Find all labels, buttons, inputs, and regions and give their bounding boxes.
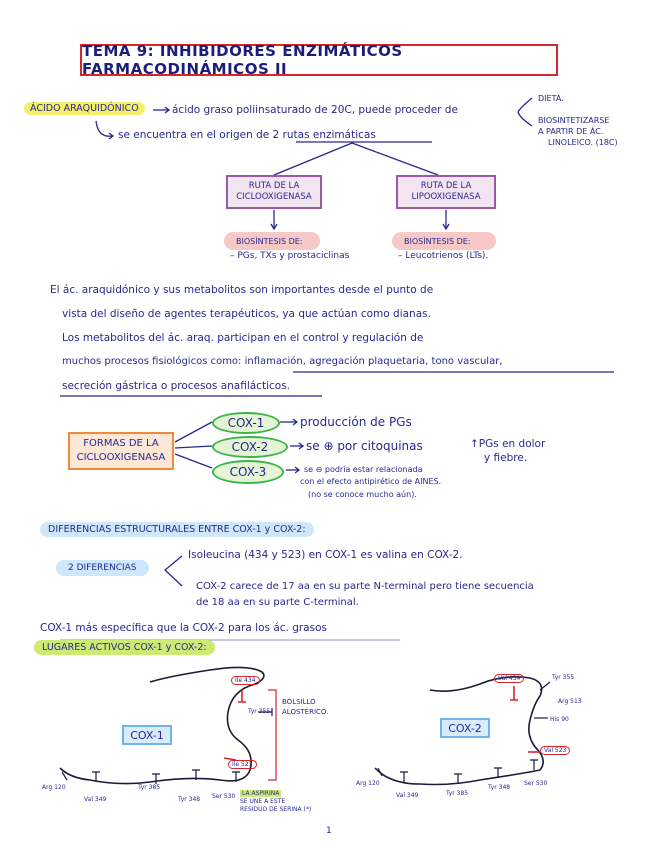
route1-products: – PGs, TXs y prostaciclinas bbox=[230, 251, 350, 261]
cox1-arg120: Arg 120 bbox=[42, 784, 66, 791]
ser-note-1: LA ASPIRINA bbox=[240, 790, 282, 797]
arachidonic-label: ÁCIDO ARAQUIDÓNICO bbox=[24, 102, 145, 115]
cox1-ser530: Ser 530 bbox=[212, 793, 236, 800]
cox2-val349: Val 349 bbox=[396, 792, 419, 799]
cox2-text: se ⊕ por citoquinas bbox=[306, 439, 423, 453]
route2-products: – Leucotrienos (LTs). bbox=[398, 251, 489, 261]
cox2-oval: COX-2 bbox=[212, 436, 288, 458]
difference-2a: COX-2 carece de 17 aa en su parte N-term… bbox=[196, 581, 534, 592]
arachidonic-line1: ácido graso poliinsaturado de 20C, puede… bbox=[172, 104, 458, 116]
cox3-oval: COX-3 bbox=[212, 460, 284, 484]
cox2-tyr385: Tyr 385 bbox=[446, 790, 469, 797]
paragraph-line-4: muchos procesos fisiológicos como: infla… bbox=[62, 356, 503, 367]
source-dieta: DIETA. bbox=[538, 94, 564, 103]
difference-2b: de 18 aa en su parte C-terminal. bbox=[196, 597, 359, 608]
cox2-effect-2: y fiebre. bbox=[484, 452, 528, 464]
cox1-diagram-label: COX-1 bbox=[122, 725, 172, 745]
arachidonic-line2: se encuentra en el origen de 2 rutas enz… bbox=[118, 129, 376, 141]
cox3-line-2: con el efecto antipirético de AINES. bbox=[300, 477, 442, 486]
active-sites-header: LUGARES ACTIVOS COX-1 y COX-2: bbox=[34, 640, 215, 655]
cox3-line-1: se ⊖ podría estar relacionada bbox=[304, 465, 423, 474]
cox3-line-3: (no se conoce mucho aún). bbox=[308, 490, 417, 499]
source-biosynth-2: A PARTIR DE ÁC. bbox=[538, 127, 604, 136]
bio-highlight-2 bbox=[392, 232, 496, 250]
cox2-arg513: Arg 513 bbox=[558, 698, 582, 705]
source-biosynth: BIOSINTETIZARSE bbox=[538, 116, 610, 125]
cox1-tyr348: Tyr 348 bbox=[178, 796, 201, 803]
route1-biosynthesis: BIOSÍNTESIS DE: bbox=[236, 237, 303, 246]
cox2-ser530: Ser 530 bbox=[524, 780, 548, 787]
differences-header: DIFERENCIAS ESTRUCTURALES ENTRE COX-1 y … bbox=[40, 522, 314, 537]
cox2-val523: Val 523 bbox=[540, 746, 571, 755]
paragraph-line-2: vista del diseño de agentes terapéuticos… bbox=[62, 308, 431, 320]
cox1-ile523: Ile 523 bbox=[228, 760, 257, 769]
pocket-label-2: ALOSTÉRICO. bbox=[282, 708, 329, 716]
cox1-ile434: Ile 434 bbox=[231, 676, 260, 685]
route2-biosynthesis: BIOSÍNTESIS DE: bbox=[404, 237, 471, 246]
pocket-label-1: BOLSILLO bbox=[282, 698, 316, 706]
ser-note-2: SE UNE A ESTE bbox=[240, 798, 286, 805]
cox1-tyr385: Tyr 385 bbox=[138, 784, 161, 791]
ser-note-3: RESIDUO DE SERINA (*) bbox=[240, 806, 312, 813]
source-biosynth-3: LINOLEICO. (18C) bbox=[548, 138, 618, 147]
cox2-effect-1: ↑PGs en dolor bbox=[470, 438, 546, 450]
differences-label: 2 DIFERENCIAS bbox=[56, 560, 149, 576]
page-title: TEMA 9: INHIBIDORES ENZIMÁTICOS FARMACOD… bbox=[80, 42, 558, 78]
paragraph-line-3: Los metabolitos del ác. araq. participan… bbox=[62, 332, 424, 344]
cox1-val349: Val 349 bbox=[84, 796, 107, 803]
bio-highlight-1 bbox=[224, 232, 320, 250]
page-number: 1 bbox=[326, 826, 332, 836]
cox2-arg120: Arg 120 bbox=[356, 780, 380, 787]
paragraph-line-5: secreción gástrica o procesos anafilácti… bbox=[62, 380, 290, 392]
cox1-text: producción de PGs bbox=[300, 415, 412, 429]
cox2-tyr355: Tyr 355 bbox=[552, 674, 575, 681]
specificity-text: COX-1 más específica que la COX-2 para l… bbox=[40, 622, 327, 634]
paragraph-line-1: El ác. araquidónico y sus metabolitos so… bbox=[50, 284, 434, 296]
cox2-his90: His 90 bbox=[550, 716, 569, 723]
cox2-diagram-label: COX-2 bbox=[440, 718, 490, 738]
cox2-val434: Val 434 bbox=[494, 674, 525, 683]
cox2-tyr348: Tyr 348 bbox=[488, 784, 511, 791]
cox1-oval: COX-1 bbox=[212, 412, 280, 434]
cox1-tyr355: Tyr 355 bbox=[248, 708, 271, 715]
difference-1: Isoleucina (434 y 523) en COX-1 es valin… bbox=[188, 549, 463, 561]
